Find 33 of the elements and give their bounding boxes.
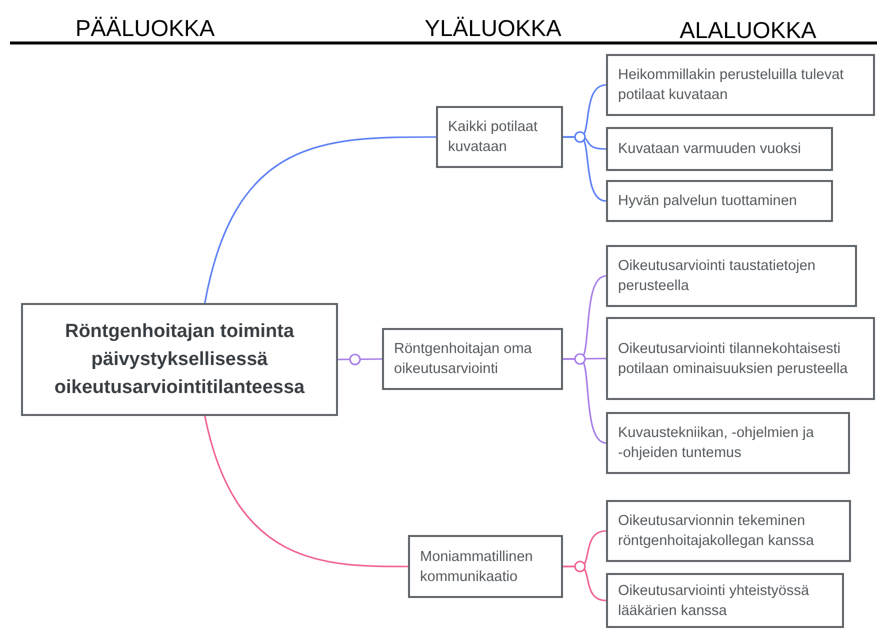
connector-line xyxy=(563,566,606,602)
topic-box xyxy=(606,180,833,222)
topic-text: Oikeutusarviointi taustatietojen perusteella xyxy=(618,257,816,296)
connector-line xyxy=(204,416,408,568)
connector-line xyxy=(204,136,436,304)
topic-box xyxy=(606,54,875,116)
topic-box xyxy=(606,412,850,474)
topic-text: Kaikki potilaat kuvataan xyxy=(448,118,538,157)
topic-text: Röntgenhoitajan toiminta päivystyksellisessä oikeutusarviointitilanteessa xyxy=(53,320,306,400)
topic-text: Kuvataan varmuuden vuoksi xyxy=(618,140,802,159)
topic-box xyxy=(436,106,563,168)
topic-box xyxy=(408,535,563,598)
column-heading: YLÄLUOKKA xyxy=(424,14,562,43)
column-heading: ALALUOKKA xyxy=(680,16,816,45)
column-heading: PÄÄLUOKKA xyxy=(75,14,215,43)
topic-box xyxy=(382,328,563,390)
topic-box xyxy=(606,500,851,562)
connector-line xyxy=(563,358,606,444)
topic-text: Oikeutusarviointi yhteistyössä lääkärien kanssa xyxy=(618,582,810,620)
topic-text: Heikommillakin perusteluilla tulevat potilaat kuvataan xyxy=(618,66,845,105)
connector-line xyxy=(338,358,382,360)
topic-text: Oikeutusarvionnin tekeminen röntgenhoitajakollegan kanssa xyxy=(618,512,815,551)
topic-box xyxy=(606,245,857,307)
topic-text: Moniammatillinen kommunikaatio xyxy=(420,548,534,586)
topic-text: Hyvän palvelun tuottaminen xyxy=(618,192,798,211)
connector-line xyxy=(563,136,606,202)
topic-box xyxy=(606,573,844,628)
topic-box xyxy=(606,127,833,171)
central-topic-box xyxy=(21,303,338,416)
topic-text: Kuvaustekniikan, -ohjelmien ja -ohjeiden tuntemus xyxy=(618,424,815,463)
topic-box xyxy=(606,317,875,400)
topic-text: Oikeutusarviointi tilannekohtaisesti potilaan ominaisuuksien perusteella xyxy=(618,340,849,378)
topic-text: Röntgenhoitajan oma oikeutusarviointi xyxy=(394,340,533,379)
